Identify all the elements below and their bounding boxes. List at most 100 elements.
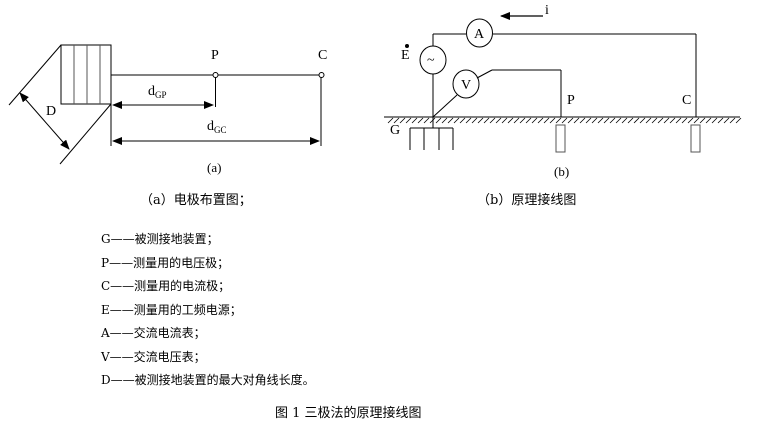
ammeter	[466, 18, 493, 48]
hatch-mark	[585, 117, 592, 124]
hatch-mark	[567, 117, 574, 124]
hatch-mark	[549, 117, 556, 124]
hatch-mark	[675, 117, 682, 124]
D-dimension-arrow	[19, 92, 70, 150]
hatch-mark	[441, 117, 448, 124]
caption-b: （b）原理接线图	[477, 193, 577, 208]
hatch-mark	[387, 117, 394, 124]
hatch-mark	[651, 117, 658, 124]
hatch-mark	[411, 117, 418, 124]
hatch-mark	[639, 117, 646, 124]
caption-a: （a）电极布置图；	[140, 193, 252, 208]
hatch-mark	[393, 117, 400, 124]
wiring-diagram: i A ~ E V P C G (b)	[384, 3, 742, 179]
hatch-mark	[663, 117, 670, 124]
hatch-mark	[495, 117, 502, 124]
label-P: P	[211, 48, 219, 63]
hatch-mark	[447, 117, 454, 124]
source-terminal-dot	[405, 44, 409, 48]
diagonal-guide-bottom	[59, 103, 112, 165]
hatch-mark	[399, 117, 406, 124]
wire	[476, 69, 493, 79]
hatch-mark	[405, 117, 412, 124]
hatch-mark	[555, 117, 562, 124]
hatch-mark	[429, 117, 436, 124]
label-E: E	[401, 48, 410, 63]
ammeter-label: A	[474, 27, 485, 42]
potential-electrode	[555, 124, 566, 153]
label-i: i	[545, 3, 549, 18]
hatch-mark	[633, 117, 640, 124]
hatch-mark	[729, 117, 736, 124]
hatch-mark	[615, 117, 622, 124]
hatch-mark	[597, 117, 604, 124]
hatch-mark	[459, 117, 466, 124]
legend-item: E——测量用的工频电源；	[101, 302, 242, 317]
label-C: C	[318, 48, 327, 63]
hatch-mark	[483, 117, 490, 124]
legend-item: C——测量用的电流极；	[101, 279, 231, 293]
voltmeter	[452, 69, 480, 99]
ground-hatching	[387, 117, 742, 124]
hatch-mark	[621, 117, 628, 124]
hatch-mark	[717, 117, 724, 124]
legend: G——被测接地装置； P——测量用的电压极； C——测量用的电流极； E——测量…	[101, 228, 315, 393]
hatch-mark	[681, 117, 688, 124]
hatch-mark	[531, 117, 538, 124]
grounding-grid	[60, 44, 112, 105]
hatch-mark	[711, 117, 718, 124]
hatch-mark	[417, 117, 424, 124]
hatch-mark	[687, 117, 694, 124]
hatch-mark	[669, 117, 676, 124]
current-electrode	[690, 124, 701, 153]
legend-item: D——被测接地装置的最大对角线长度。	[101, 373, 315, 387]
hatch-mark	[477, 117, 484, 124]
legend-item: G——被测接地装置；	[101, 232, 219, 246]
hatch-mark	[627, 117, 634, 124]
sublabel-a: (a)	[207, 160, 221, 175]
hatch-mark	[699, 117, 706, 124]
hatch-mark	[519, 117, 526, 124]
hatch-mark	[543, 117, 550, 124]
hatch-mark	[435, 117, 442, 124]
hatch-mark	[465, 117, 472, 124]
hatch-mark	[453, 117, 460, 124]
hatch-mark	[507, 117, 514, 124]
hatch-mark	[525, 117, 532, 124]
hatch-mark	[657, 117, 664, 124]
electrode-layout-diagram: D P C dGP dGC (a)	[8, 44, 327, 175]
hatch-mark	[513, 117, 520, 124]
diagonal-guide-top	[8, 44, 62, 106]
label-G: G	[390, 123, 400, 138]
legend-item: V——交流电压表；	[101, 349, 206, 364]
hatch-mark	[423, 117, 430, 124]
hatch-mark	[603, 117, 610, 124]
hatch-mark	[591, 117, 598, 124]
electrode-C-node	[318, 72, 325, 78]
hatch-mark	[579, 117, 586, 124]
hatch-mark	[693, 117, 700, 124]
hatch-mark	[561, 117, 568, 124]
hatch-mark	[705, 117, 712, 124]
hatch-mark	[609, 117, 616, 124]
label-C-electrode: C	[682, 93, 691, 108]
hatch-mark	[573, 117, 580, 124]
wire	[432, 94, 458, 118]
ac-source-symbol: ~	[427, 53, 435, 68]
legend-item: P——测量用的电压极；	[101, 255, 230, 270]
hatch-mark	[489, 117, 496, 124]
hatch-mark	[501, 117, 508, 124]
legend-item: A——交流电流表；	[101, 326, 206, 340]
hatch-mark	[645, 117, 652, 124]
hatch-mark	[537, 117, 544, 124]
label-D: D	[46, 104, 56, 119]
electrode-P-node	[212, 72, 219, 78]
voltmeter-label: V	[461, 78, 471, 93]
label-dGC: dGC	[207, 119, 227, 135]
label-P-electrode: P	[567, 93, 575, 108]
hatch-mark	[471, 117, 478, 124]
hatch-mark	[735, 117, 742, 124]
hatch-mark	[723, 117, 730, 124]
label-dGP: dGP	[148, 84, 167, 100]
